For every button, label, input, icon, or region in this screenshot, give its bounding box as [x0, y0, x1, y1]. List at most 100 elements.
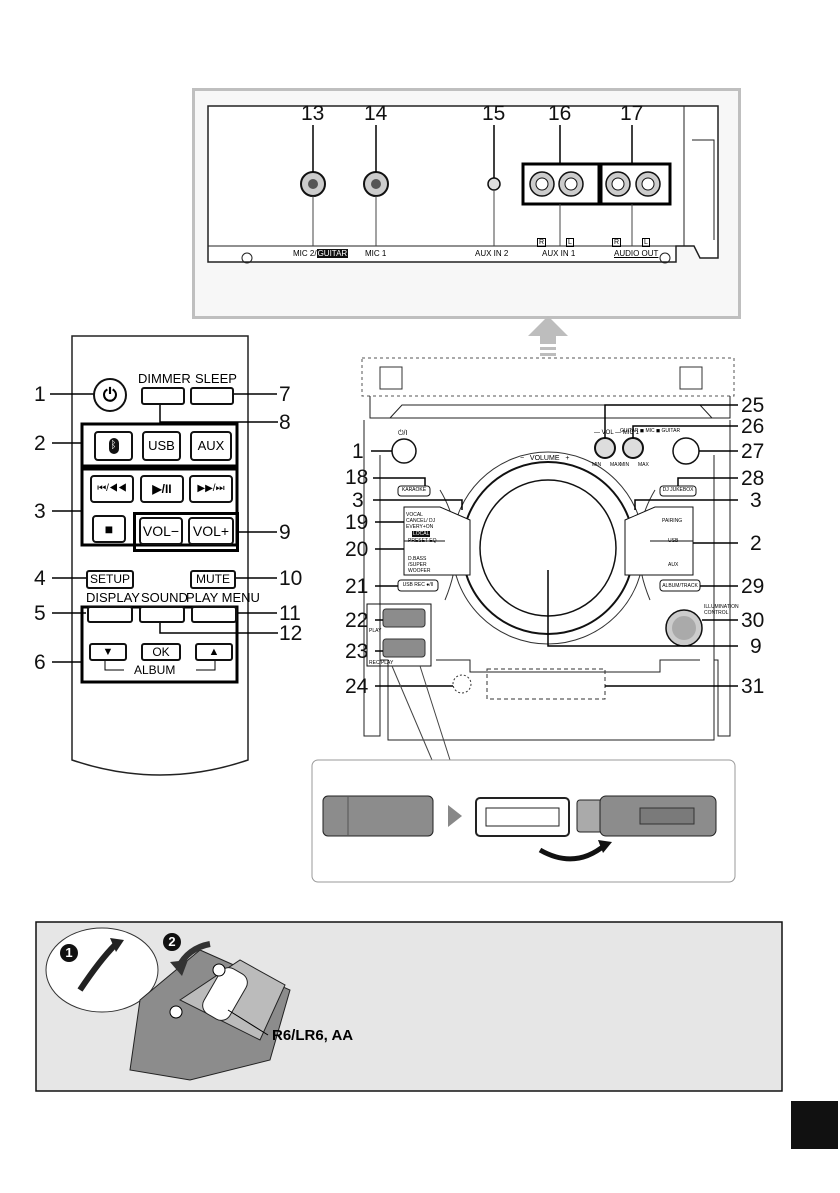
guitar-label: GUITAR — [316, 249, 349, 258]
mute-button[interactable]: MUTE — [190, 570, 236, 589]
guitar-mic-label: GUITAR ◼ MIC ◼ GUITAR — [620, 428, 681, 434]
remote-callout-3: 3 — [34, 500, 46, 523]
main-usb-label: USB — [668, 538, 679, 544]
usb-stick-icon — [322, 795, 434, 837]
sleep-button[interactable] — [190, 387, 234, 405]
preset-eq-label: PRESET EQ — [408, 538, 437, 544]
callout-15: 15 — [482, 102, 506, 125]
unit-callout-2: 2 — [750, 532, 762, 555]
volume-box — [133, 512, 239, 552]
unit-callout-21: 21 — [345, 575, 369, 598]
album-up-button[interactable]: ▲ — [195, 643, 233, 661]
remote-callout-7: 7 — [279, 383, 291, 406]
remote-callout-2: 2 — [34, 432, 46, 455]
dimmer-label: DIMMER — [138, 371, 191, 386]
dbass-label: D.BASS /SUPER WOOFER — [408, 556, 431, 574]
play-menu-label: PLAY MENU — [186, 590, 260, 605]
remote-callout-10: 10 — [279, 567, 303, 590]
unit-callout-30: 30 — [741, 609, 765, 632]
unit-callout-22: 22 — [345, 609, 369, 632]
callout-13: 13 — [301, 102, 325, 125]
album-track-button[interactable]: ALBUM/TRACK — [662, 583, 698, 589]
unit-callout-23: 23 — [345, 640, 369, 663]
usb-port-icon — [475, 797, 570, 837]
unit-callout-20: 20 — [345, 538, 369, 561]
vol-minus-button[interactable]: VOL− — [139, 517, 183, 545]
next-button[interactable]: ▶▶/⏭ — [189, 475, 233, 503]
karaoke-button[interactable]: KARAOKE — [401, 487, 427, 493]
aux-button[interactable]: AUX — [190, 431, 232, 461]
play-pause-button[interactable]: ▶/II — [140, 475, 184, 503]
callout-14: 14 — [364, 102, 388, 125]
remote-callout-9: 9 — [279, 521, 291, 544]
usb-rec-button[interactable]: USB REC ●/II — [402, 582, 434, 588]
step-2-badge: 2 — [163, 933, 181, 951]
unit-callout-27: 27 — [741, 440, 765, 463]
prev-button[interactable]: ⏮/◀◀ — [90, 475, 134, 503]
remote-callout-8: 8 — [279, 411, 291, 434]
aux-in1-l: L — [566, 238, 574, 247]
sound-button[interactable] — [139, 606, 185, 623]
unit-callout-28: 28 — [741, 467, 765, 490]
play-label: PLAY — [369, 628, 382, 634]
dj-jukebox-button[interactable]: DJ JUKEBOX — [662, 487, 694, 493]
play-menu-button[interactable] — [191, 606, 237, 623]
remote-power-button[interactable]: ⏻ — [93, 378, 127, 412]
battery-type-label: R6/LR6, AA — [272, 1027, 354, 1044]
dimmer-button[interactable] — [141, 387, 185, 405]
vocal-cancel-label: VOCAL CANCEL/ DJ EVERY+ON — [406, 512, 436, 530]
audio-out-label: AUDIO OUT — [614, 249, 659, 258]
unit-callout-25: 25 — [741, 394, 765, 417]
unit-callout-3a: 3 — [352, 489, 364, 512]
unit-callout-19: 19 — [345, 511, 369, 534]
bluetooth-icon: ᛒ — [108, 438, 119, 454]
power-label: ⏻/I — [398, 430, 408, 437]
remote-callout-6: 6 — [34, 651, 46, 674]
rec-play-label: REC/PLAY — [369, 660, 394, 666]
aux-in1-r: R — [537, 238, 547, 247]
unit-callout-3b: 3 — [750, 489, 762, 512]
unit-callout-26: 26 — [741, 415, 765, 438]
mic-vol-label: — VOL — MIC 1 — [594, 430, 639, 436]
arrow-up-icon — [528, 316, 568, 356]
power-icon: ⏻ — [102, 385, 118, 405]
mic1-label: MIC 1 — [365, 249, 387, 258]
unit-callout-9: 9 — [750, 635, 762, 658]
illumination-label: ILLUMINATION CONTROL — [704, 604, 739, 616]
album-down-button[interactable]: ▼ — [89, 643, 127, 661]
callout-16: 16 — [548, 102, 572, 125]
usb-button[interactable]: USB — [142, 431, 181, 461]
bluetooth-button[interactable]: ᛒ — [94, 431, 133, 461]
aux-in1-label: AUX IN 1 — [542, 249, 576, 258]
page-tab-marker — [791, 1101, 838, 1149]
step-1-badge: 1 — [60, 944, 78, 962]
display-label: DISPLAY — [86, 590, 140, 605]
sound-label: SOUND — [141, 590, 188, 605]
remote-callout-4: 4 — [34, 567, 46, 590]
unit-callout-18: 18 — [345, 466, 369, 489]
min-label-2: MIN — [620, 462, 630, 468]
sleep-label: SLEEP — [195, 371, 237, 386]
usb-stick-inserted-icon — [576, 795, 717, 837]
local-label: LOCAL — [412, 531, 431, 537]
remote-callout-12: 12 — [279, 622, 303, 645]
max-label-2: MAX — [638, 462, 649, 468]
mic2-label: MIC 2/GUITAR — [293, 249, 349, 258]
setup-button[interactable]: SETUP — [86, 570, 134, 589]
unit-callout-1: 1 — [352, 440, 364, 463]
audio-out-l: L — [642, 238, 650, 247]
mic1-jack — [363, 171, 389, 197]
aux-in2-jack — [487, 177, 501, 191]
ok-button[interactable]: OK — [141, 643, 181, 661]
display-button[interactable] — [87, 606, 133, 623]
remote-callout-11: 11 — [279, 602, 301, 625]
vol-plus-button[interactable]: VOL+ — [188, 517, 234, 545]
main-unit-top-dotted — [361, 357, 735, 397]
pairing-label: PAIRING — [662, 518, 683, 524]
max-label-1: MAX — [610, 462, 621, 468]
main-aux-label: AUX — [668, 562, 679, 568]
aux-in2-label: AUX IN 2 — [475, 249, 509, 258]
remote-callout-1: 1 — [34, 383, 46, 406]
stop-button[interactable]: ■ — [92, 515, 126, 543]
